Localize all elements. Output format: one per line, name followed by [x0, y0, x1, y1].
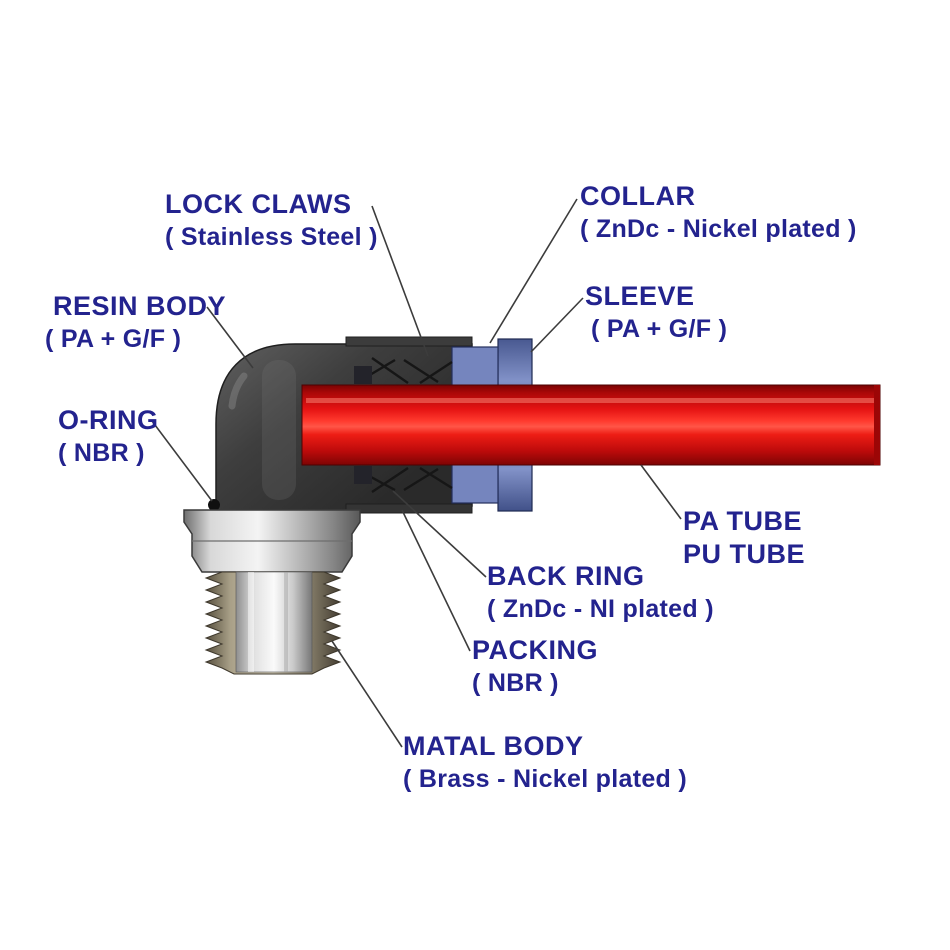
- leader-sleeve: [530, 297, 584, 353]
- leader-resin-body: [206, 306, 254, 369]
- resin-body-part: [215, 336, 473, 518]
- label-tube-line2: PU TUBE: [683, 538, 806, 569]
- label-lock-claws-name: LOCK CLAWS: [165, 189, 352, 219]
- collar-part: [451, 346, 499, 504]
- label-tube: PA TUBE PU TUBE: [683, 505, 805, 571]
- label-back-ring: BACK RING ( ZnDc - NI plated ): [487, 560, 714, 624]
- leader-lines: [151, 198, 682, 748]
- label-collar: COLLAR ( ZnDc - Nickel plated ): [580, 180, 857, 244]
- leader-o-ring: [151, 420, 213, 502]
- leader-tube: [640, 464, 682, 520]
- leader-metal-body: [331, 640, 403, 748]
- label-lock-claws: LOCK CLAWS ( Stainless Steel ): [165, 188, 378, 252]
- label-back-ring-name: BACK RING: [487, 561, 645, 591]
- label-sleeve-material: ( PA + G/F ): [591, 314, 728, 343]
- label-resin-body: RESIN BODY ( PA + G/F ): [45, 290, 226, 354]
- metal-body-threads: [204, 571, 342, 675]
- label-packing: PACKING ( NBR ): [472, 634, 598, 698]
- leader-back-ring: [392, 490, 487, 578]
- label-metal-body-name: MATAL BODY: [403, 731, 584, 761]
- claw-housing-top: [345, 336, 473, 347]
- label-lock-claws-material: ( Stainless Steel ): [165, 222, 378, 251]
- label-tube-line1: PA TUBE: [683, 506, 803, 536]
- label-metal-body: MATAL BODY ( Brass - Nickel plated ): [403, 730, 687, 794]
- body-sheen: [262, 360, 296, 500]
- label-o-ring-material: ( NBR ): [58, 438, 145, 467]
- label-packing-name: PACKING: [472, 635, 599, 665]
- leader-lock-claws: [371, 205, 429, 357]
- label-sleeve-name: SLEEVE: [585, 281, 695, 311]
- label-metal-body-material: ( Brass - Nickel plated ): [403, 764, 687, 793]
- label-sleeve: SLEEVE ( PA + G/F ): [585, 280, 727, 344]
- leader-collar: [489, 198, 578, 344]
- lock-claws-part: [357, 357, 453, 493]
- label-back-ring-material: ( ZnDc - NI plated ): [487, 594, 714, 623]
- claw-housing-bottom: [345, 503, 473, 514]
- label-resin-body-material: ( PA + G/F ): [45, 324, 182, 353]
- body-highlight: [228, 372, 248, 410]
- label-packing-material: ( NBR ): [472, 668, 559, 697]
- metal-body-nut: [183, 509, 361, 573]
- leader-packing: [401, 509, 471, 652]
- label-collar-name: COLLAR: [580, 181, 696, 211]
- back-ring-part: [354, 366, 372, 484]
- label-collar-material: ( ZnDc - Nickel plated ): [580, 214, 857, 243]
- label-o-ring: O-RING ( NBR ): [58, 404, 159, 468]
- label-resin-body-name: RESIN BODY: [53, 291, 227, 321]
- sleeve-part: [497, 338, 533, 512]
- label-o-ring-name: O-RING: [58, 405, 159, 435]
- tube-part: [301, 384, 881, 466]
